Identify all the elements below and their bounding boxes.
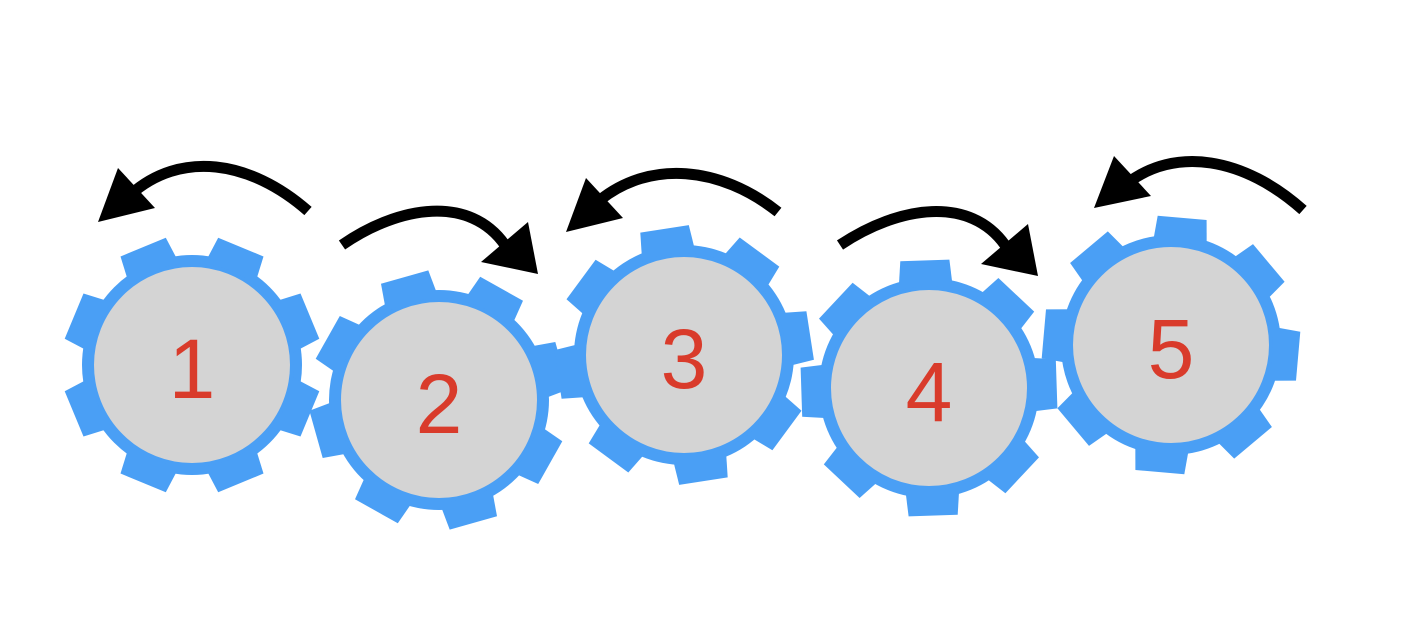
gear-tooth xyxy=(905,485,960,517)
gear-tooth xyxy=(1213,402,1272,459)
gear-tooth xyxy=(120,237,180,285)
gear-2-label: 2 xyxy=(416,357,463,451)
gear-4-label: 4 xyxy=(906,345,953,439)
gear-tooth xyxy=(566,259,621,319)
arrow-1-curve xyxy=(126,161,312,216)
gear-tooth xyxy=(554,343,591,399)
arrow-1-head-icon xyxy=(98,168,155,222)
gear-tooth xyxy=(1135,440,1190,475)
gear-tooth xyxy=(672,448,728,485)
arrow-5-curve xyxy=(1121,156,1307,215)
gear-tooth xyxy=(463,276,523,328)
gear-3: 3 xyxy=(554,225,814,485)
rotation-arrow-1 xyxy=(98,161,312,222)
gear-tooth xyxy=(272,377,320,437)
gear-4: 4 xyxy=(800,259,1058,517)
arrow-4-curve xyxy=(836,206,1010,250)
gear-tooth xyxy=(1266,326,1301,381)
gear-5: 5 xyxy=(1041,215,1301,475)
gear-3-face xyxy=(582,253,786,457)
gear-tooth xyxy=(204,237,264,285)
gear-tooth xyxy=(511,424,563,484)
arrow-4-head-icon xyxy=(981,224,1038,276)
rotation-arrow-4 xyxy=(836,206,1038,276)
arrow-2-curve xyxy=(338,205,510,250)
rotation-arrow-2 xyxy=(338,205,538,274)
gear-tooth xyxy=(976,278,1035,335)
gear-tooth xyxy=(982,435,1039,494)
gear-tooth xyxy=(439,487,497,530)
gear-tooth xyxy=(1228,244,1285,303)
gear-1-face xyxy=(90,263,294,467)
arrow-5-head-icon xyxy=(1094,156,1151,208)
gear-2: 2 xyxy=(309,270,569,530)
gear-1: 1 xyxy=(64,237,320,493)
gear-4-face xyxy=(827,286,1031,490)
rotation-arrow-3 xyxy=(566,167,782,232)
gear-tooth xyxy=(309,400,352,458)
rotation-arrow-5 xyxy=(1094,156,1307,215)
gear-3-label: 3 xyxy=(661,312,708,406)
gear-tooth xyxy=(64,377,112,437)
gear-tooth xyxy=(747,391,802,451)
gear-tooth xyxy=(720,237,780,292)
gear-tooth xyxy=(381,270,439,313)
gear-tooth xyxy=(1152,215,1207,250)
gear-tooth xyxy=(64,293,112,353)
gear-5-label: 5 xyxy=(1148,302,1195,396)
gear-2-face xyxy=(337,298,541,502)
gear-tooth xyxy=(120,445,180,493)
arrow-3-head-icon xyxy=(566,178,623,232)
gear-tooth xyxy=(272,293,320,353)
gear-tooth xyxy=(588,418,648,473)
gear-5-face xyxy=(1069,243,1273,447)
arrow-3-curve xyxy=(596,167,782,217)
gear-tooth xyxy=(800,364,832,419)
gear-tooth xyxy=(355,472,415,524)
gear-tooth xyxy=(1041,309,1076,364)
gear-tooth xyxy=(819,282,876,341)
gear-tooth xyxy=(1026,357,1058,412)
gear-tooth xyxy=(1070,231,1129,288)
gear-tooth xyxy=(823,441,882,498)
gear-tooth xyxy=(640,225,696,262)
gear-tooth xyxy=(777,311,814,367)
gear-tooth xyxy=(898,259,953,291)
gear-tooth xyxy=(1057,387,1114,446)
gear-tooth xyxy=(315,316,367,376)
arrow-2-head-icon xyxy=(481,222,538,274)
gear-tooth xyxy=(204,445,264,493)
gear-1-label: 1 xyxy=(169,322,216,416)
